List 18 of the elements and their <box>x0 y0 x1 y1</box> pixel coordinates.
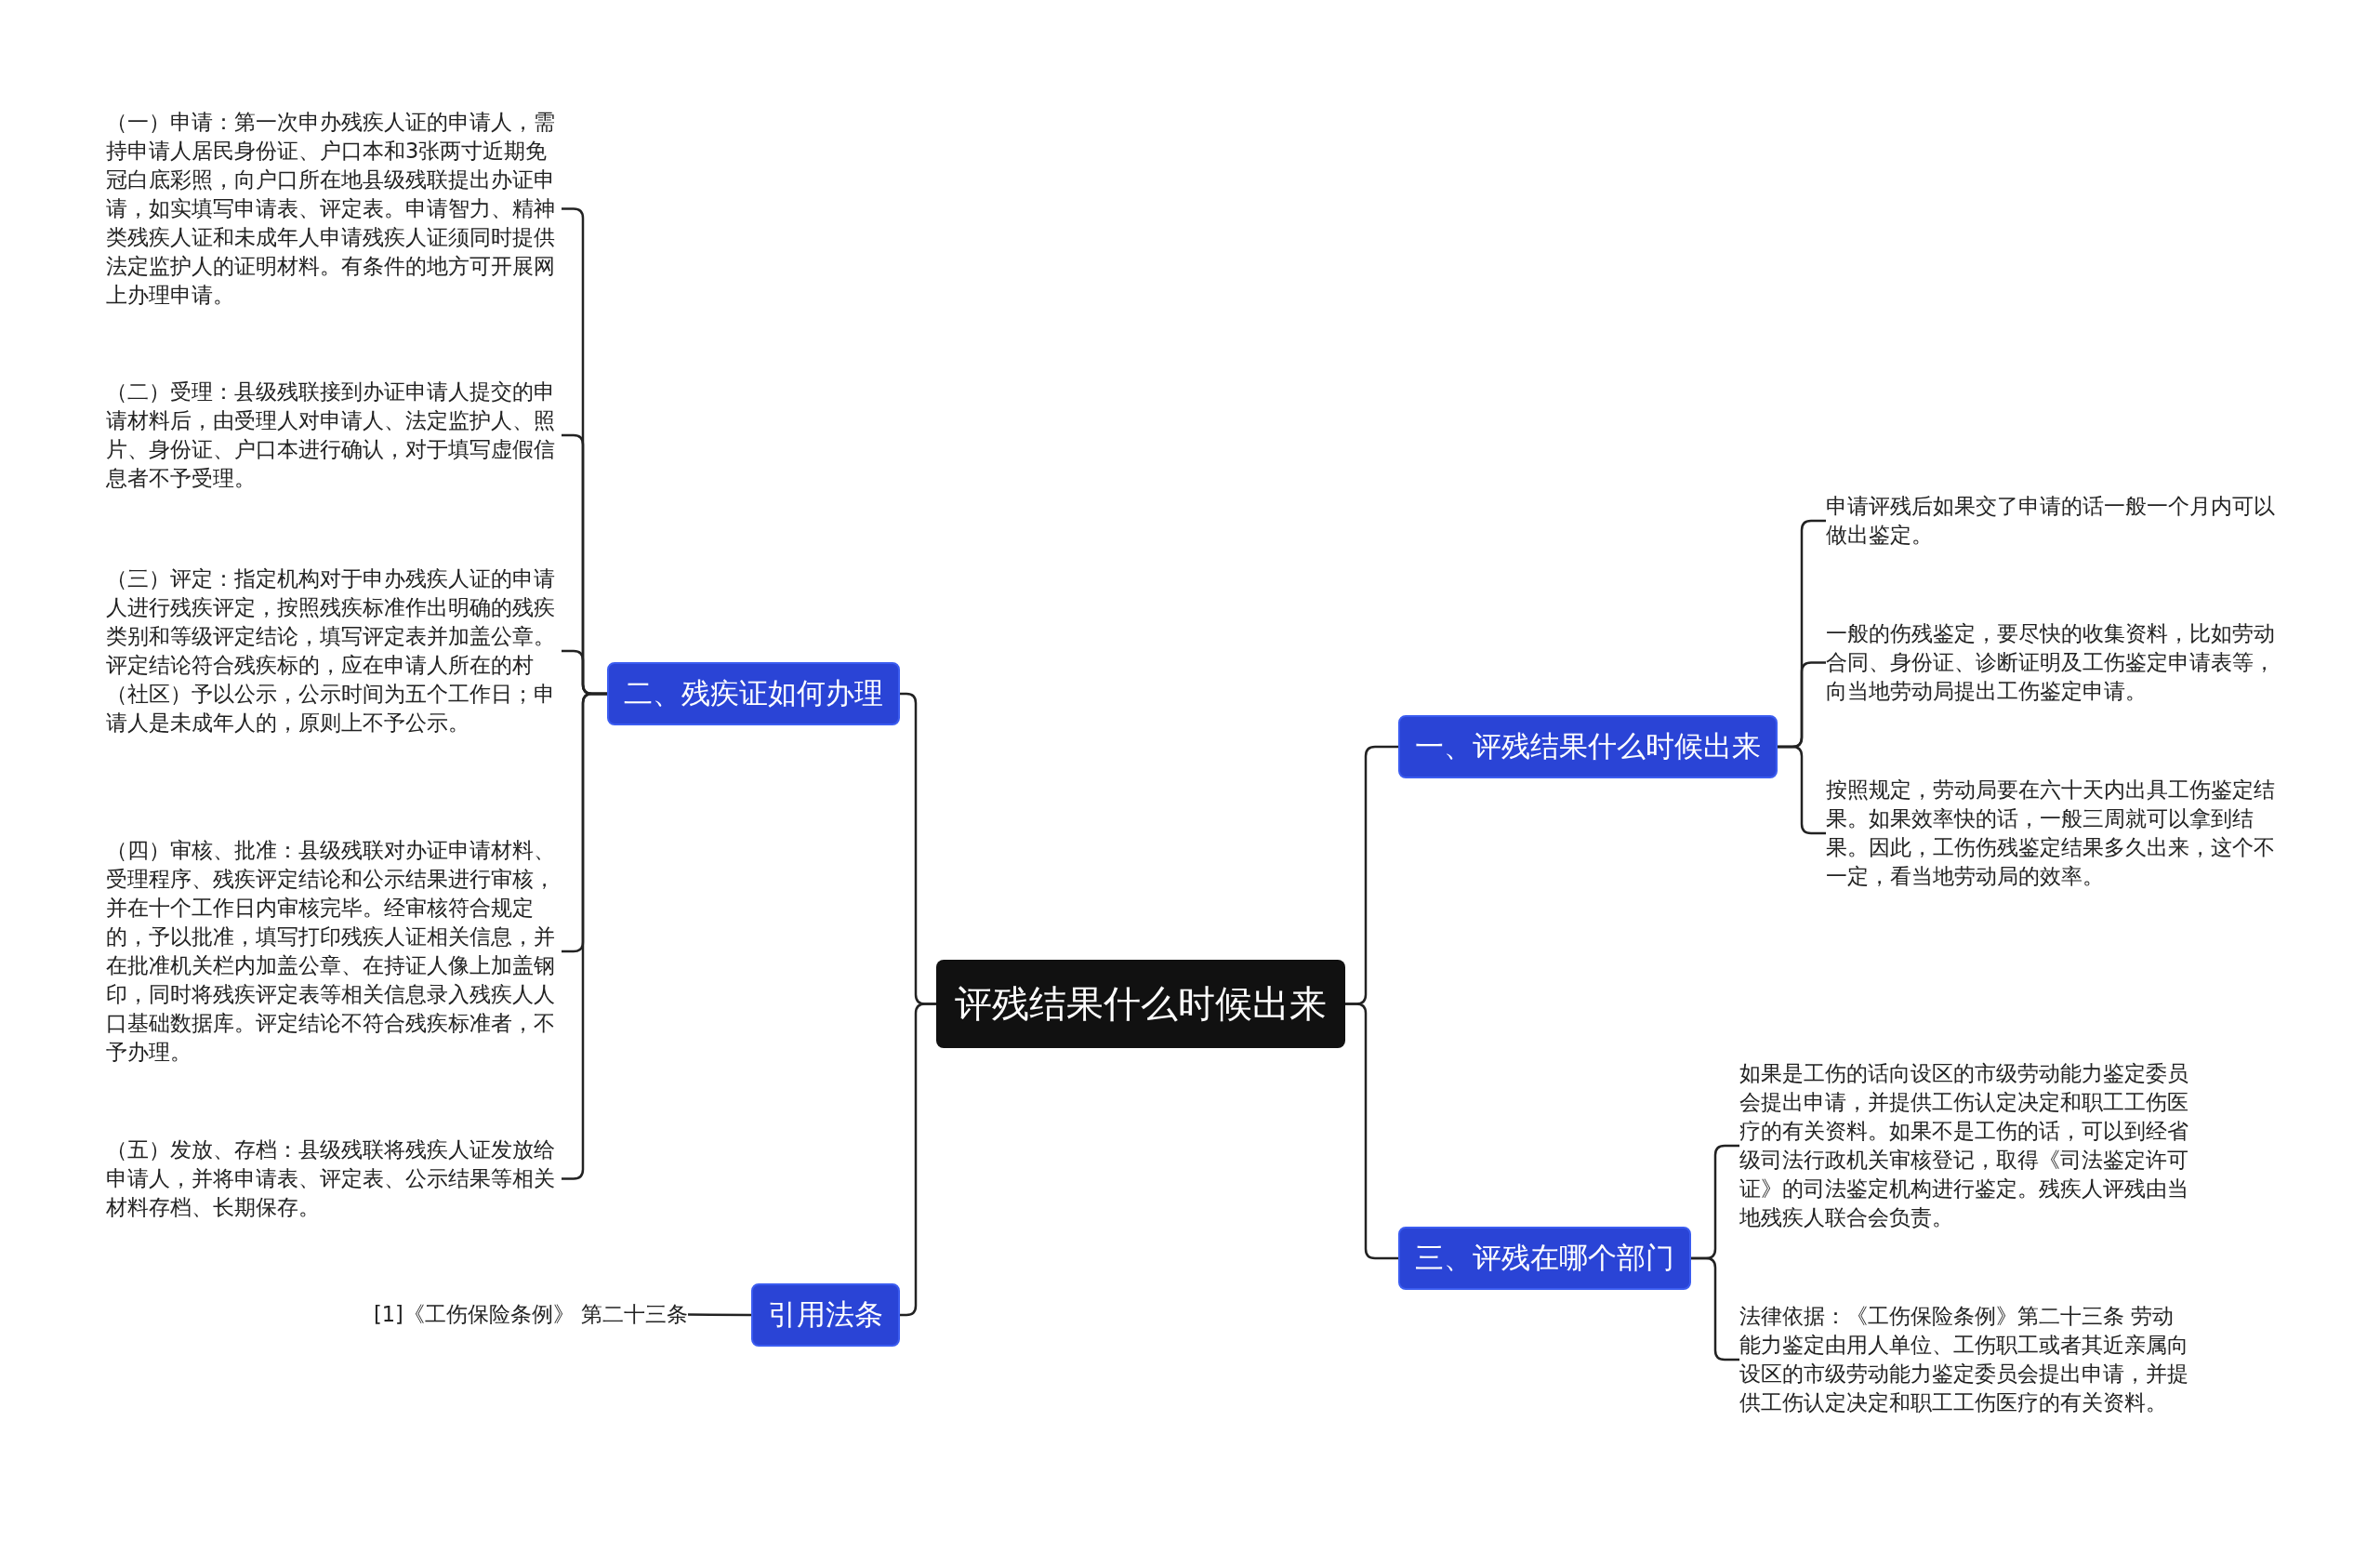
note-text: 法律依据：《工伤保险条例》第二十三条 劳动能力鉴定由用人单位、工伤职工或者其近亲属向设区的市级劳动能力鉴定委员会提出申请，并提供工伤认定决定和职工工伤医疗的有关资料。 <box>1739 1302 2195 1417</box>
central-topic: 评残结果什么时候出来 <box>936 960 1345 1048</box>
topic-box: 引用法条 <box>751 1283 900 1347</box>
topic-box: 二、残疾证如何办理 <box>607 662 900 725</box>
note-text: （二）受理：县级残联接到办证申请人提交的申请材料后，由受理人对申请人、法定监护人、照片、身份证、户口本进行确认，对于填写虚假信息者不予受理。 <box>106 378 562 493</box>
connector-line <box>688 1313 751 1317</box>
note-text: （一）申请：第一次申办残疾人证的申请人，需持申请人居民身份证、户口本和3张两寸近期免冠白底彩照，向户口所在地县级残联提出办证申请，如实填写申请表、评定表。申请智力、精神类残疾人证和未成年人申请残疾人证须同时提供法定监护人的证明材料。有条件的地方可开展网上办理申请。 <box>106 108 562 310</box>
topic-box: 一、评残结果什么时候出来 <box>1398 715 1778 778</box>
note-text: 按照规定，劳动局要在六十天内出具工伤鉴定结果。如果效率快的话，一般三周就可以拿到结果。因此，工伤伤残鉴定结果多久出来，这个不一定，看当地劳动局的效率。 <box>1826 776 2281 891</box>
note-text: （四）审核、批准：县级残联对办证申请材料、受理程序、残疾评定结论和公示结果进行审核，并在十个工作日内审核完毕。经审核符合规定的，予以批准，填写打印残疾人证相关信息，并在批准机关栏内加盖公章、在持证人像上加盖钢印，同时将残疾评定表等相关信息录入残疾人人口基础数据库。评定结论不符合残疾标准者，不予办理。 <box>106 836 562 1067</box>
note-text: 如果是工伤的话向设区的市级劳动能力鉴定委员会提出申请，并提供工伤认定决定和职工工伤医疗的有关资料。如果不是工伤的话，可以到经省级司法行政机关审核登记，取得《司法鉴定许可证》的司法鉴定机构进行鉴定。残疾人评残由当地残疾人联合会负责。 <box>1739 1059 2195 1232</box>
note-text: （五）发放、存档：县级残联将残疾人证发放给申请人，并将申请表、评定表、公示结果等相关材料存档、长期保存。 <box>106 1136 562 1222</box>
connector-line <box>1345 1003 1398 1260</box>
note-text: 申请评残后如果交了申请的话一般一个月内可以做出鉴定。 <box>1826 492 2281 550</box>
note-text: 一般的伤残鉴定，要尽快的收集资料，比如劳动合同、身份证、诊断证明及工伤鉴定申请表等，向当地劳动局提出工伤鉴定申请。 <box>1826 619 2281 706</box>
note-text: （三）评定：指定机构对于申办残疾人证的申请人进行残疾评定，按照残疾标准作出明确的残疾类别和等级评定结论，填写评定表并加盖公章。评定结论符合残疾标的，应在申请人所在的村（社区）予以公示，公示时间为五个工作日；申请人是未成年人的，原则上不予公示。 <box>106 564 562 737</box>
topic-box: 三、评残在哪个部门 <box>1398 1227 1691 1290</box>
note-text: [1]《工伤保险条例》 第二十三条 <box>374 1300 689 1329</box>
